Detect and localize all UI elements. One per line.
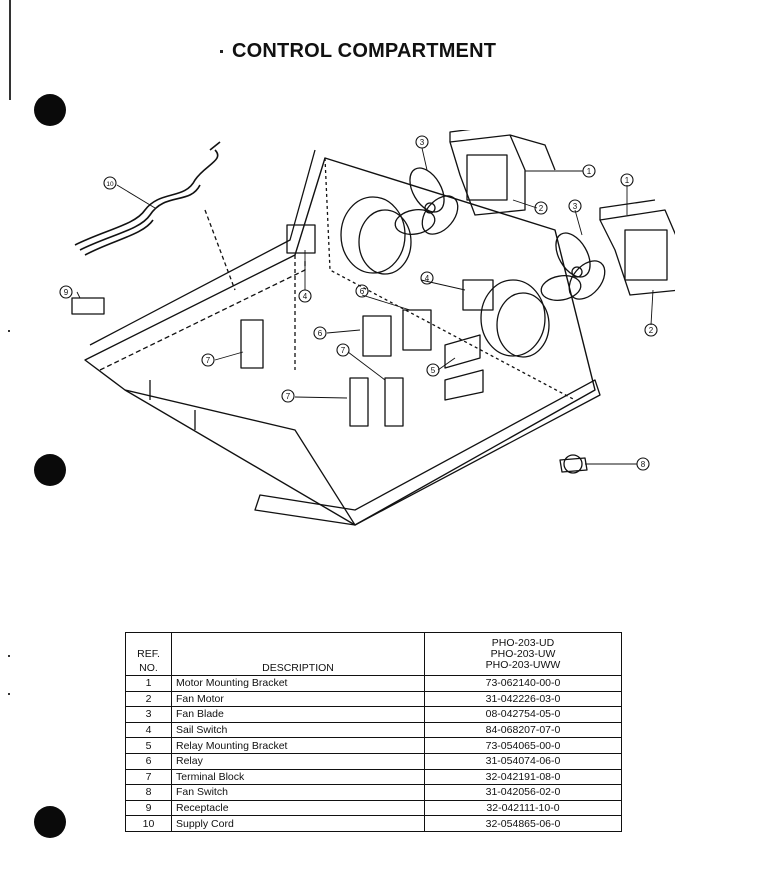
fan-motor-left xyxy=(449,130,556,216)
model-ud: PHO-203-UD xyxy=(491,636,555,649)
terminal-block-center xyxy=(349,377,369,427)
description-cell: Fan Switch xyxy=(171,784,425,801)
binder-hole-top xyxy=(34,94,66,126)
part-number-cell: 73-062140-00-0 xyxy=(424,675,622,692)
description-cell: Supply Cord xyxy=(171,815,425,832)
callout-7: 7 xyxy=(341,346,346,355)
binder-hole-bottom xyxy=(34,806,66,838)
part-number-cell: 32-042111-10-0 xyxy=(424,799,622,817)
callout-4b: 4 xyxy=(425,274,430,283)
callout-7b: 7 xyxy=(286,392,291,401)
speck xyxy=(8,693,10,695)
ref-header-line2: NO. xyxy=(139,662,158,674)
part-number-cell: 31-042056-02-0 xyxy=(424,784,622,801)
exploded-parts-diagram: 1 2 3 1 3 2 4 4 6 6 7 5 7 7 9 8 10 xyxy=(59,130,675,526)
speck xyxy=(8,655,10,657)
terminal-block-right xyxy=(384,377,404,427)
part-number-cell: 73-054065-00-0 xyxy=(424,737,622,754)
relay-left xyxy=(362,315,392,357)
description-cell: Relay xyxy=(171,752,425,770)
callout-1: 1 xyxy=(587,167,592,176)
callout-10: 10 xyxy=(106,181,114,188)
part-number-cell: 08-042754-05-0 xyxy=(424,706,622,723)
compartment-housing xyxy=(84,149,601,526)
callout-numbers: 1 2 3 1 3 2 4 4 6 6 7 5 7 7 9 8 10 xyxy=(64,138,654,469)
callout-3: 3 xyxy=(420,138,425,147)
binder-hole-middle xyxy=(34,454,66,486)
ref-header-line1: REF. xyxy=(137,648,160,660)
parts-table-header: REF. NO. DESCRIPTION PHO-203-UD PHO-203-… xyxy=(125,632,622,676)
callout-8: 8 xyxy=(641,460,646,469)
ref-cell: 4 xyxy=(125,721,172,739)
description-cell: Fan Motor xyxy=(171,690,425,708)
ref-no-header: REF. NO. xyxy=(125,632,172,676)
part-number-cell: 32-054865-06-0 xyxy=(424,815,622,832)
description-cell: Fan Blade xyxy=(171,706,425,723)
part-number-cell: 32-042191-08-0 xyxy=(424,768,622,786)
receptacle xyxy=(71,297,105,315)
part-number-cell: 31-054074-06-0 xyxy=(424,752,622,770)
model-uw: PHO-203-UW xyxy=(490,647,556,660)
ref-cell: 5 xyxy=(125,737,172,754)
part-number-cell: 84-068207-07-0 xyxy=(424,721,622,739)
callout-5: 5 xyxy=(431,366,436,375)
callout-6b: 6 xyxy=(318,329,323,338)
fan-openings xyxy=(340,196,550,358)
ref-cell: 6 xyxy=(125,752,172,770)
callout-2: 2 xyxy=(539,204,544,213)
relay-right xyxy=(402,309,432,351)
ref-cell: 2 xyxy=(125,690,172,708)
callout-2b: 2 xyxy=(649,326,654,335)
model-uww: PHO-203-UWW xyxy=(485,658,561,671)
margin-rule xyxy=(9,0,11,100)
ref-cell: 9 xyxy=(125,799,172,817)
ref-cell: 3 xyxy=(125,706,172,723)
sail-switch-left xyxy=(286,224,316,254)
callout-markers xyxy=(59,135,658,471)
description-cell: Terminal Block xyxy=(171,768,425,786)
terminal-block-left xyxy=(240,319,264,369)
description-cell: Relay Mounting Bracket xyxy=(171,737,425,754)
sail-switch-right xyxy=(462,279,494,311)
supply-cord xyxy=(74,141,221,256)
models-header: PHO-203-UD PHO-203-UW PHO-203-UWW xyxy=(424,632,622,676)
description-header: DESCRIPTION xyxy=(171,632,425,676)
callout-leaders xyxy=(76,147,654,465)
callout-9: 9 xyxy=(64,288,69,297)
callout-1b: 1 xyxy=(625,176,630,185)
callout-6: 6 xyxy=(360,287,365,296)
callout-7c: 7 xyxy=(206,356,211,365)
title-mark xyxy=(220,50,223,53)
fan-motor-right xyxy=(599,199,675,296)
page-title: CONTROL COMPARTMENT xyxy=(232,40,497,62)
callout-4: 4 xyxy=(303,292,308,301)
speck xyxy=(8,330,10,332)
description-cell: Motor Mounting Bracket xyxy=(171,675,425,692)
ref-cell: 1 xyxy=(125,675,172,692)
ref-cell: 10 xyxy=(125,815,172,832)
description-cell: Receptacle xyxy=(171,799,425,817)
ref-cell: 7 xyxy=(125,768,172,786)
parts-table: REF. NO. DESCRIPTION PHO-203-UD PHO-203-… xyxy=(125,632,622,832)
callout-3b: 3 xyxy=(573,202,578,211)
fan-switch xyxy=(559,454,588,474)
fan-blade-right xyxy=(540,232,606,301)
description-cell: Sail Switch xyxy=(171,721,425,739)
fan-blade-left xyxy=(394,167,459,235)
relay-mounting-bracket xyxy=(444,334,484,401)
ref-cell: 8 xyxy=(125,784,172,801)
part-number-cell: 31-042226-03-0 xyxy=(424,690,622,708)
